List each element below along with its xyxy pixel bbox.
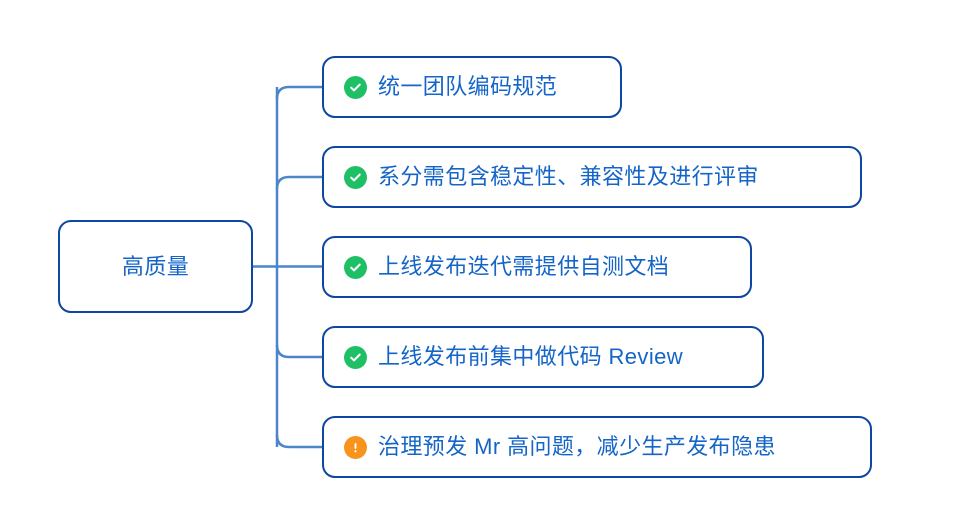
check-circle-icon [344,345,367,369]
child-node-5-label: 治理预发 Mr 高问题，减少生产发布隐患 [378,434,776,459]
child-node-4[interactable]: 上线发布前集中做代码 Review [322,326,764,388]
child-node-1-label: 统一团队编码规范 [378,74,558,99]
check-circle-icon [344,165,367,189]
root-node[interactable]: 高质量 [58,220,253,313]
check-circle-icon [344,75,367,99]
child-node-1[interactable]: 统一团队编码规范 [322,56,622,118]
warning-circle-icon [344,435,367,459]
child-node-5[interactable]: 治理预发 Mr 高问题，减少生产发布隐患 [322,416,872,478]
child-node-3[interactable]: 上线发布迭代需提供自测文档 [322,236,752,298]
root-node-label: 高质量 [121,253,190,279]
check-circle-icon [344,255,367,279]
child-node-2[interactable]: 系分需包含稳定性、兼容性及进行评审 [322,146,862,208]
child-node-2-label: 系分需包含稳定性、兼容性及进行评审 [378,164,759,189]
child-node-3-label: 上线发布迭代需提供自测文档 [378,254,670,279]
child-node-4-label: 上线发布前集中做代码 Review [378,344,684,369]
